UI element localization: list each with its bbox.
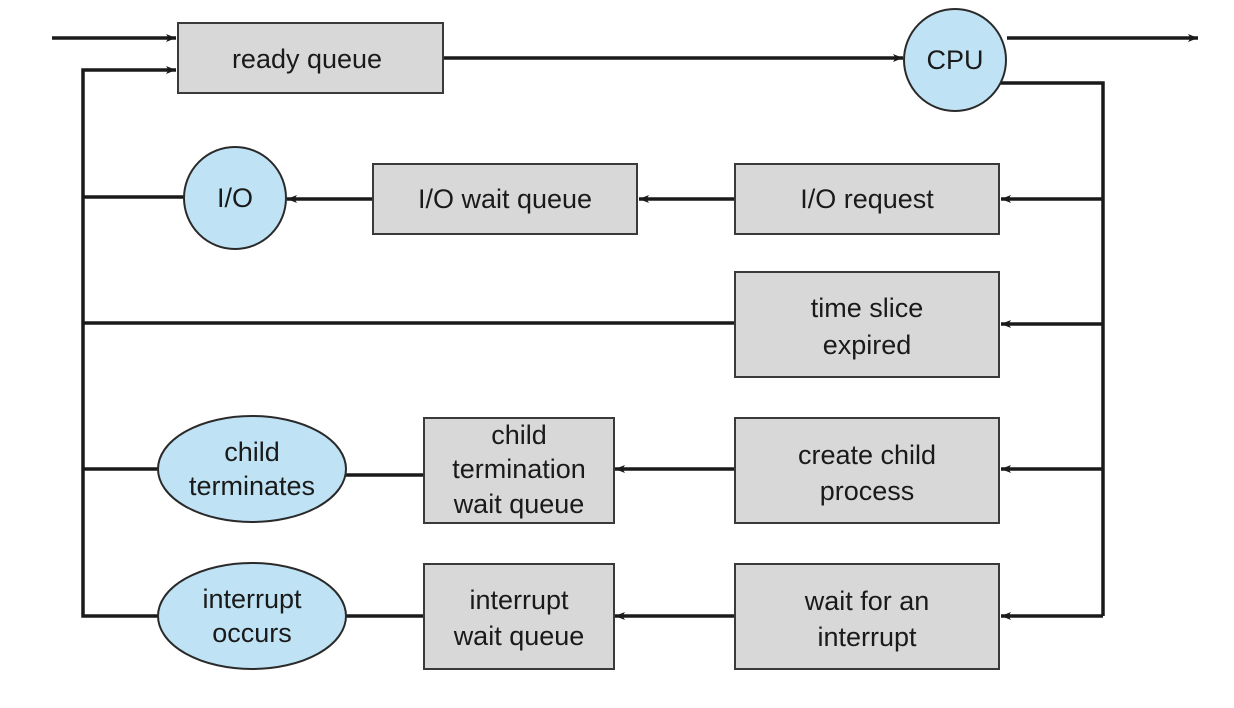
wait-for-an-interrupt-line-2: interrupt [817,622,917,652]
child-terminates-node [157,415,347,523]
create-child-process-line-2: process [820,476,915,506]
child-termination-wait-queue-line-3: wait queue [453,489,585,519]
interrupt-wait-queue-line-2: wait queue [453,621,585,651]
child-termination-wait-queue-box [423,417,615,524]
interrupt-wait-queue-line-1: interrupt [469,585,569,615]
time-slice-expired-line-2: expired [823,330,912,360]
create-child-process-box [734,417,1000,524]
ready-queue-label: ready queue [232,44,382,74]
cpu-label: CPU [926,45,983,75]
io-label: I/O [217,183,253,213]
io-wait-queue-box [372,163,638,235]
io-node [183,146,287,250]
child-termination-wait-queue-line-1: child [491,420,547,450]
io-wait-queue-label: I/O wait queue [418,184,592,214]
child-termination-wait-queue-line-2: termination [452,454,586,484]
ready-queue-box [177,22,444,94]
wait-for-an-interrupt-box [734,563,1000,670]
create-child-process-line-1: create child [798,440,936,470]
child-terminates-line-2: terminates [189,471,315,501]
time-slice-expired-line-1: time slice [811,293,924,323]
child-terminates-line-1: child [224,437,280,467]
time-slice-expired-box [734,271,1000,378]
connectors [52,34,1198,620]
interrupt-occurs-line-1: interrupt [202,584,302,614]
interrupt-occurs-node [157,562,347,670]
cpu-dispatch-line [993,81,1105,616]
interrupt-wait-queue-box [423,563,615,670]
interrupt-occurs-line-2: occurs [212,618,292,648]
wait-for-an-interrupt-line-1: wait for an [804,586,930,616]
io-request-box [734,163,1000,235]
io-request-label: I/O request [800,184,934,214]
cpu-node [903,8,1007,112]
return-loop-line [81,66,176,618]
